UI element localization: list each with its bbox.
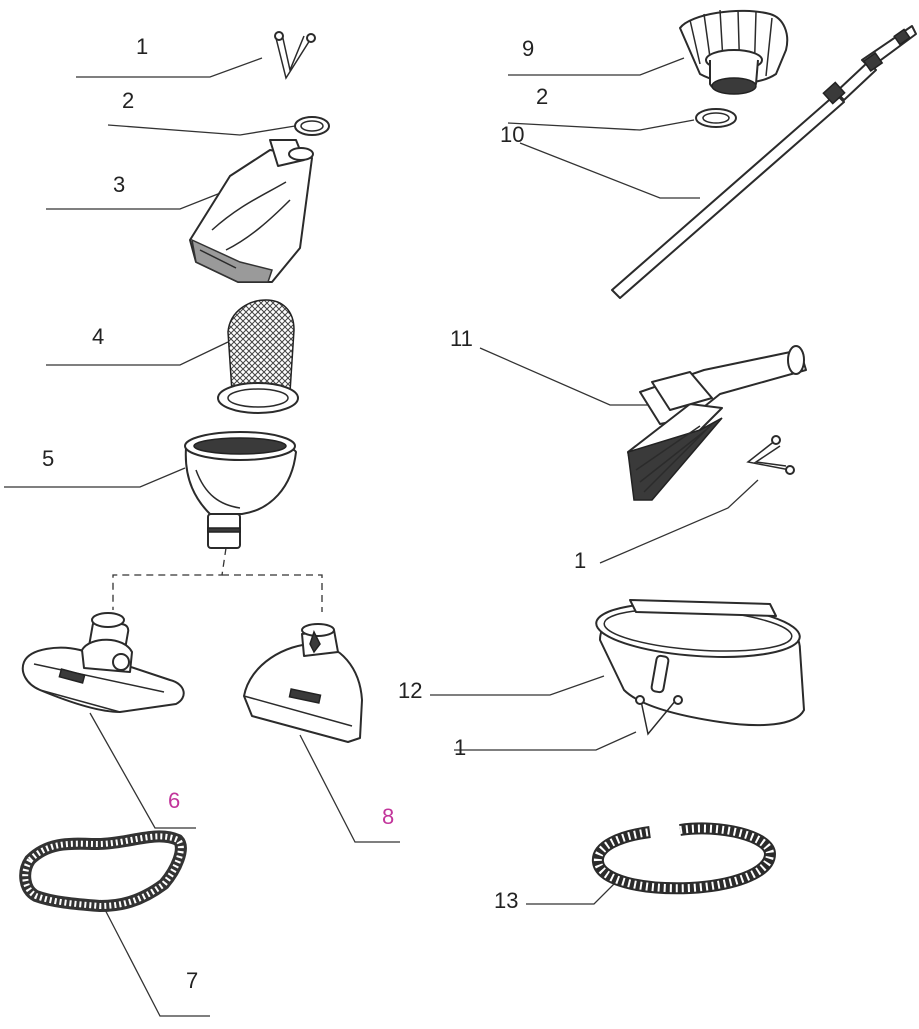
leader-8	[299, 734, 400, 843]
label-part-2-right: 2	[536, 84, 549, 109]
label-part-12: 12	[398, 678, 423, 703]
label-part-5: 5	[42, 446, 55, 471]
label-part-11: 11	[450, 326, 473, 351]
leader-lines	[4, 57, 759, 1017]
leader-12	[430, 675, 605, 696]
label-part-1-top: 1	[136, 34, 149, 59]
o-ring-part-2-left	[294, 116, 330, 136]
label-part-10: 10	[500, 122, 525, 147]
telescopic-pole-part-10	[611, 25, 917, 299]
leader-5	[4, 467, 186, 488]
label-part-9: 9	[522, 36, 535, 61]
leader-1-net	[454, 731, 637, 751]
vacuum-body-part-3	[189, 139, 314, 283]
v-clip-part-1-net	[635, 695, 683, 705]
wall-brush-part-11	[627, 345, 807, 501]
leader-2-left	[107, 124, 296, 136]
vacuum-head-part-8	[243, 623, 363, 743]
leader-7	[99, 899, 210, 1017]
leader-6	[89, 712, 196, 829]
leader-13	[526, 879, 619, 905]
leader-10	[519, 142, 700, 199]
label-part-1-net: 1	[454, 735, 467, 760]
leader-2-right	[507, 119, 695, 131]
label-part-8: 8	[382, 804, 395, 829]
label-part-13: 13	[494, 888, 519, 913]
label-part-2-left: 2	[122, 88, 135, 113]
o-ring-part-2-right	[695, 108, 737, 128]
v-clip-part-1-top	[274, 31, 316, 80]
leader-4	[46, 341, 229, 366]
v-clip-part-1-brush	[746, 435, 795, 475]
label-part-4: 4	[92, 324, 105, 349]
vacuum-head-part-6	[21, 612, 185, 713]
label-part-7: 7	[186, 968, 199, 993]
leader-11	[479, 347, 650, 406]
leader-1-top	[76, 57, 263, 78]
leader-9	[508, 57, 685, 76]
hose-part-13	[592, 822, 777, 895]
brush-strip-part-7	[19, 830, 187, 913]
leader-1-brush	[599, 479, 759, 564]
skimmer-net-part-12	[595, 599, 805, 736]
hose-adapter-part-9	[679, 9, 789, 95]
canister-part-5	[184, 431, 297, 549]
mesh-filter-part-4	[217, 299, 299, 414]
dashed-connector-right	[222, 574, 323, 612]
label-part-1-brush: 1	[574, 548, 587, 573]
label-part-3: 3	[113, 172, 126, 197]
leader-3	[46, 189, 229, 210]
label-part-6: 6	[168, 788, 181, 813]
dashed-connector-left	[112, 547, 227, 610]
